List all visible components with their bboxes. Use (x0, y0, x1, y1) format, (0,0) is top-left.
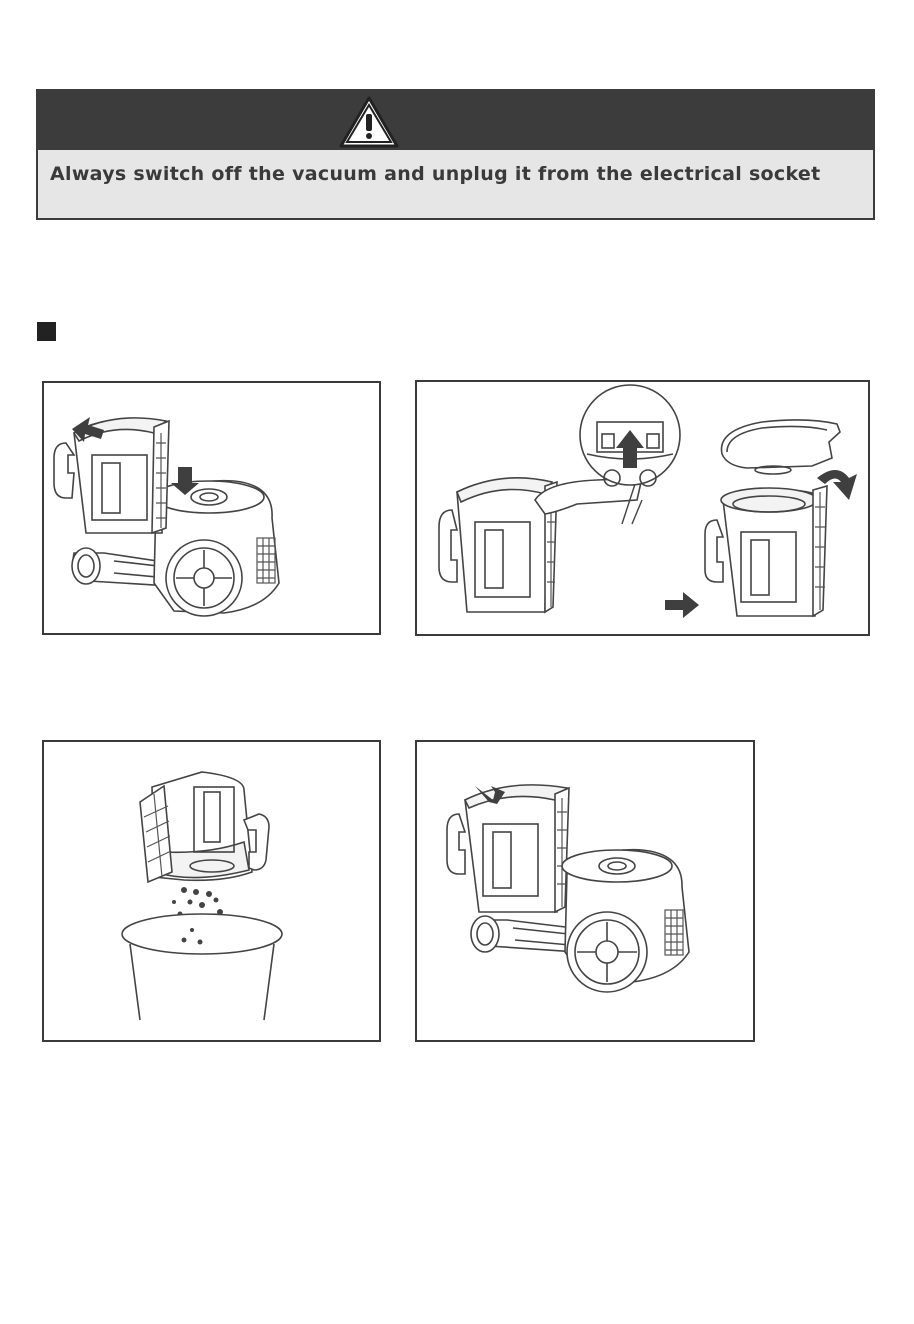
vacuum-illustration-4 (417, 742, 755, 1042)
vacuum-illustration-3 (44, 742, 381, 1042)
warning-triangle-icon (338, 95, 400, 149)
warning-text: Always switch off the vacuum and unplug … (50, 163, 820, 185)
illustration-empty-bin (42, 740, 381, 1042)
illustration-open-lid (415, 380, 870, 636)
section-marker (37, 322, 56, 341)
illustration-reinsert-container (415, 740, 755, 1042)
illustration-remove-container (42, 381, 381, 635)
warning-box: Always switch off the vacuum and unplug … (36, 89, 875, 220)
warning-header-bar (38, 91, 873, 150)
vacuum-illustration-2 (417, 382, 870, 636)
vacuum-illustration-1 (44, 383, 381, 635)
